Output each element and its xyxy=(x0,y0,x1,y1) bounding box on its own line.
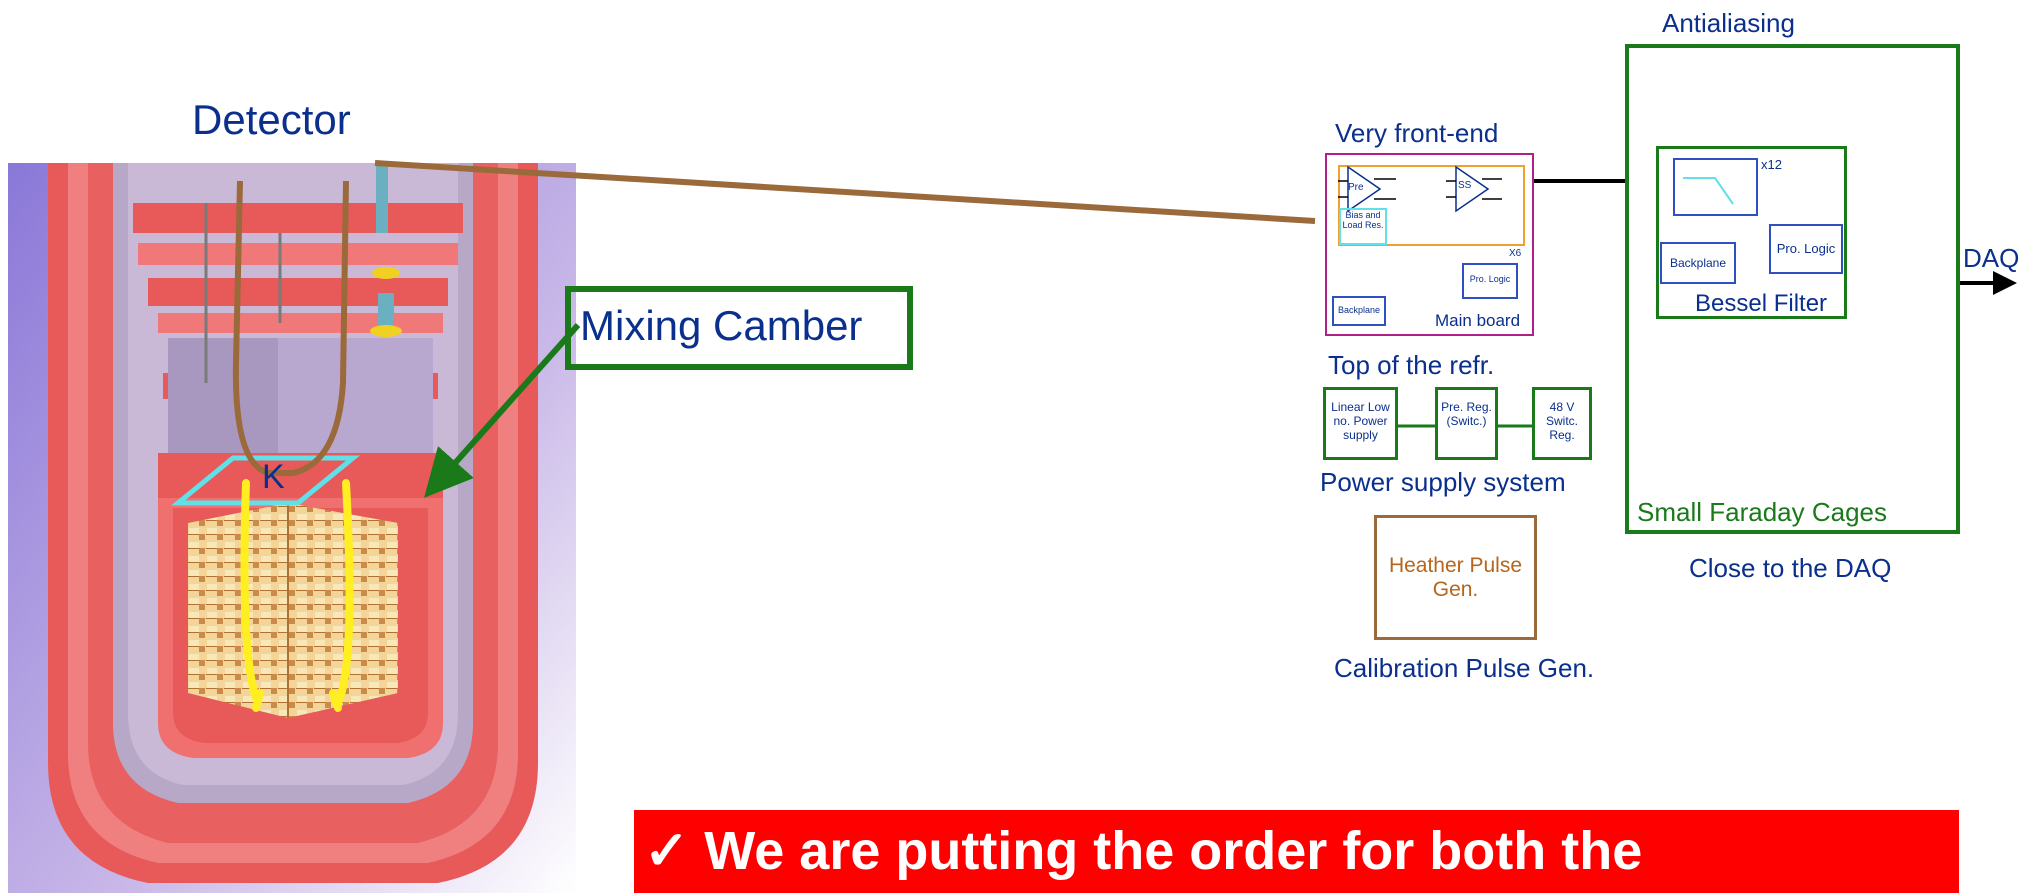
bias-load-label: Bias and Load Res. xyxy=(1342,210,1384,231)
mixing-chamber-arrow xyxy=(424,323,581,498)
antialiasing-title: Antialiasing xyxy=(1662,8,1795,38)
power-supply-title: Power supply system xyxy=(1320,467,1566,497)
pre-reg-label: Pre. Reg. (Switc.) xyxy=(1441,400,1492,428)
bessel-filter-box xyxy=(1656,146,1847,319)
mixing-chamber-label: Mixing Camber xyxy=(580,302,863,349)
preamp-region-box xyxy=(1338,165,1525,246)
k-label: K xyxy=(262,458,285,496)
checkmark-icon: ✓ xyxy=(644,821,690,881)
status-banner: ✓ We are putting the order for both the xyxy=(634,810,1959,893)
bessel-pro-logic-label: Pro. Logic xyxy=(1776,241,1836,256)
bessel-pro-logic-box xyxy=(1769,224,1843,274)
antialiasing-box xyxy=(1625,44,1960,534)
top-refr-title: Top of the refr. xyxy=(1328,350,1495,380)
main-board-box xyxy=(1325,153,1534,336)
faraday-cages-label: Small Faraday Cages xyxy=(1637,497,1887,527)
mixing-chamber-box xyxy=(565,286,913,370)
banner-text: We are putting the order for both the xyxy=(704,821,1643,881)
shaper-triangle xyxy=(1455,165,1490,213)
very-front-end-title: Very front-end xyxy=(1335,118,1499,148)
k-plate xyxy=(170,455,361,506)
yellow-wiring xyxy=(240,479,354,712)
cryostat-illustration xyxy=(8,163,576,893)
amplifier-symbols xyxy=(1338,165,1502,213)
brown-cable-line xyxy=(374,160,1316,224)
filter-response-box xyxy=(1673,158,1758,216)
linear-low-label: Linear Low no. Power supply xyxy=(1331,400,1390,442)
main-backplane-box xyxy=(1332,296,1386,326)
calibration-title: Calibration Pulse Gen. xyxy=(1334,653,1595,683)
ss-label: SS xyxy=(1458,180,1472,191)
bessel-filter-label: Bessel Filter xyxy=(1695,290,1828,317)
x12-label: x12 xyxy=(1761,157,1782,172)
close-to-daq-label: Close to the DAQ xyxy=(1689,553,1892,583)
main-pro-logic-box xyxy=(1462,263,1518,299)
pre-label: Pre xyxy=(1348,182,1364,193)
heather-pulse-box xyxy=(1374,515,1537,640)
main-board-label: Main board xyxy=(1435,311,1521,330)
daq-label: DAQ xyxy=(1963,243,2020,273)
lowpass-response-icon xyxy=(1683,177,1734,205)
detector-title: Detector xyxy=(192,96,351,143)
x6-label: X6 xyxy=(1509,248,1522,259)
main-pro-logic-label: Pro. Logic xyxy=(1469,274,1511,284)
v48-label: 48 V Switc. Reg. xyxy=(1545,400,1578,442)
bessel-backplane-label: Backplane xyxy=(1669,256,1727,270)
main-backplane-label: Backplane xyxy=(1337,305,1381,315)
preamp-triangle xyxy=(1347,165,1382,213)
linear-low-box xyxy=(1323,387,1398,460)
brown-wiring xyxy=(232,180,349,476)
heather-pulse-label: Heather Pulse Gen. xyxy=(1388,554,1523,602)
pre-reg-box xyxy=(1435,387,1498,460)
bias-load-box xyxy=(1339,208,1387,245)
bessel-backplane-box xyxy=(1660,242,1736,284)
v48-box xyxy=(1532,387,1592,460)
